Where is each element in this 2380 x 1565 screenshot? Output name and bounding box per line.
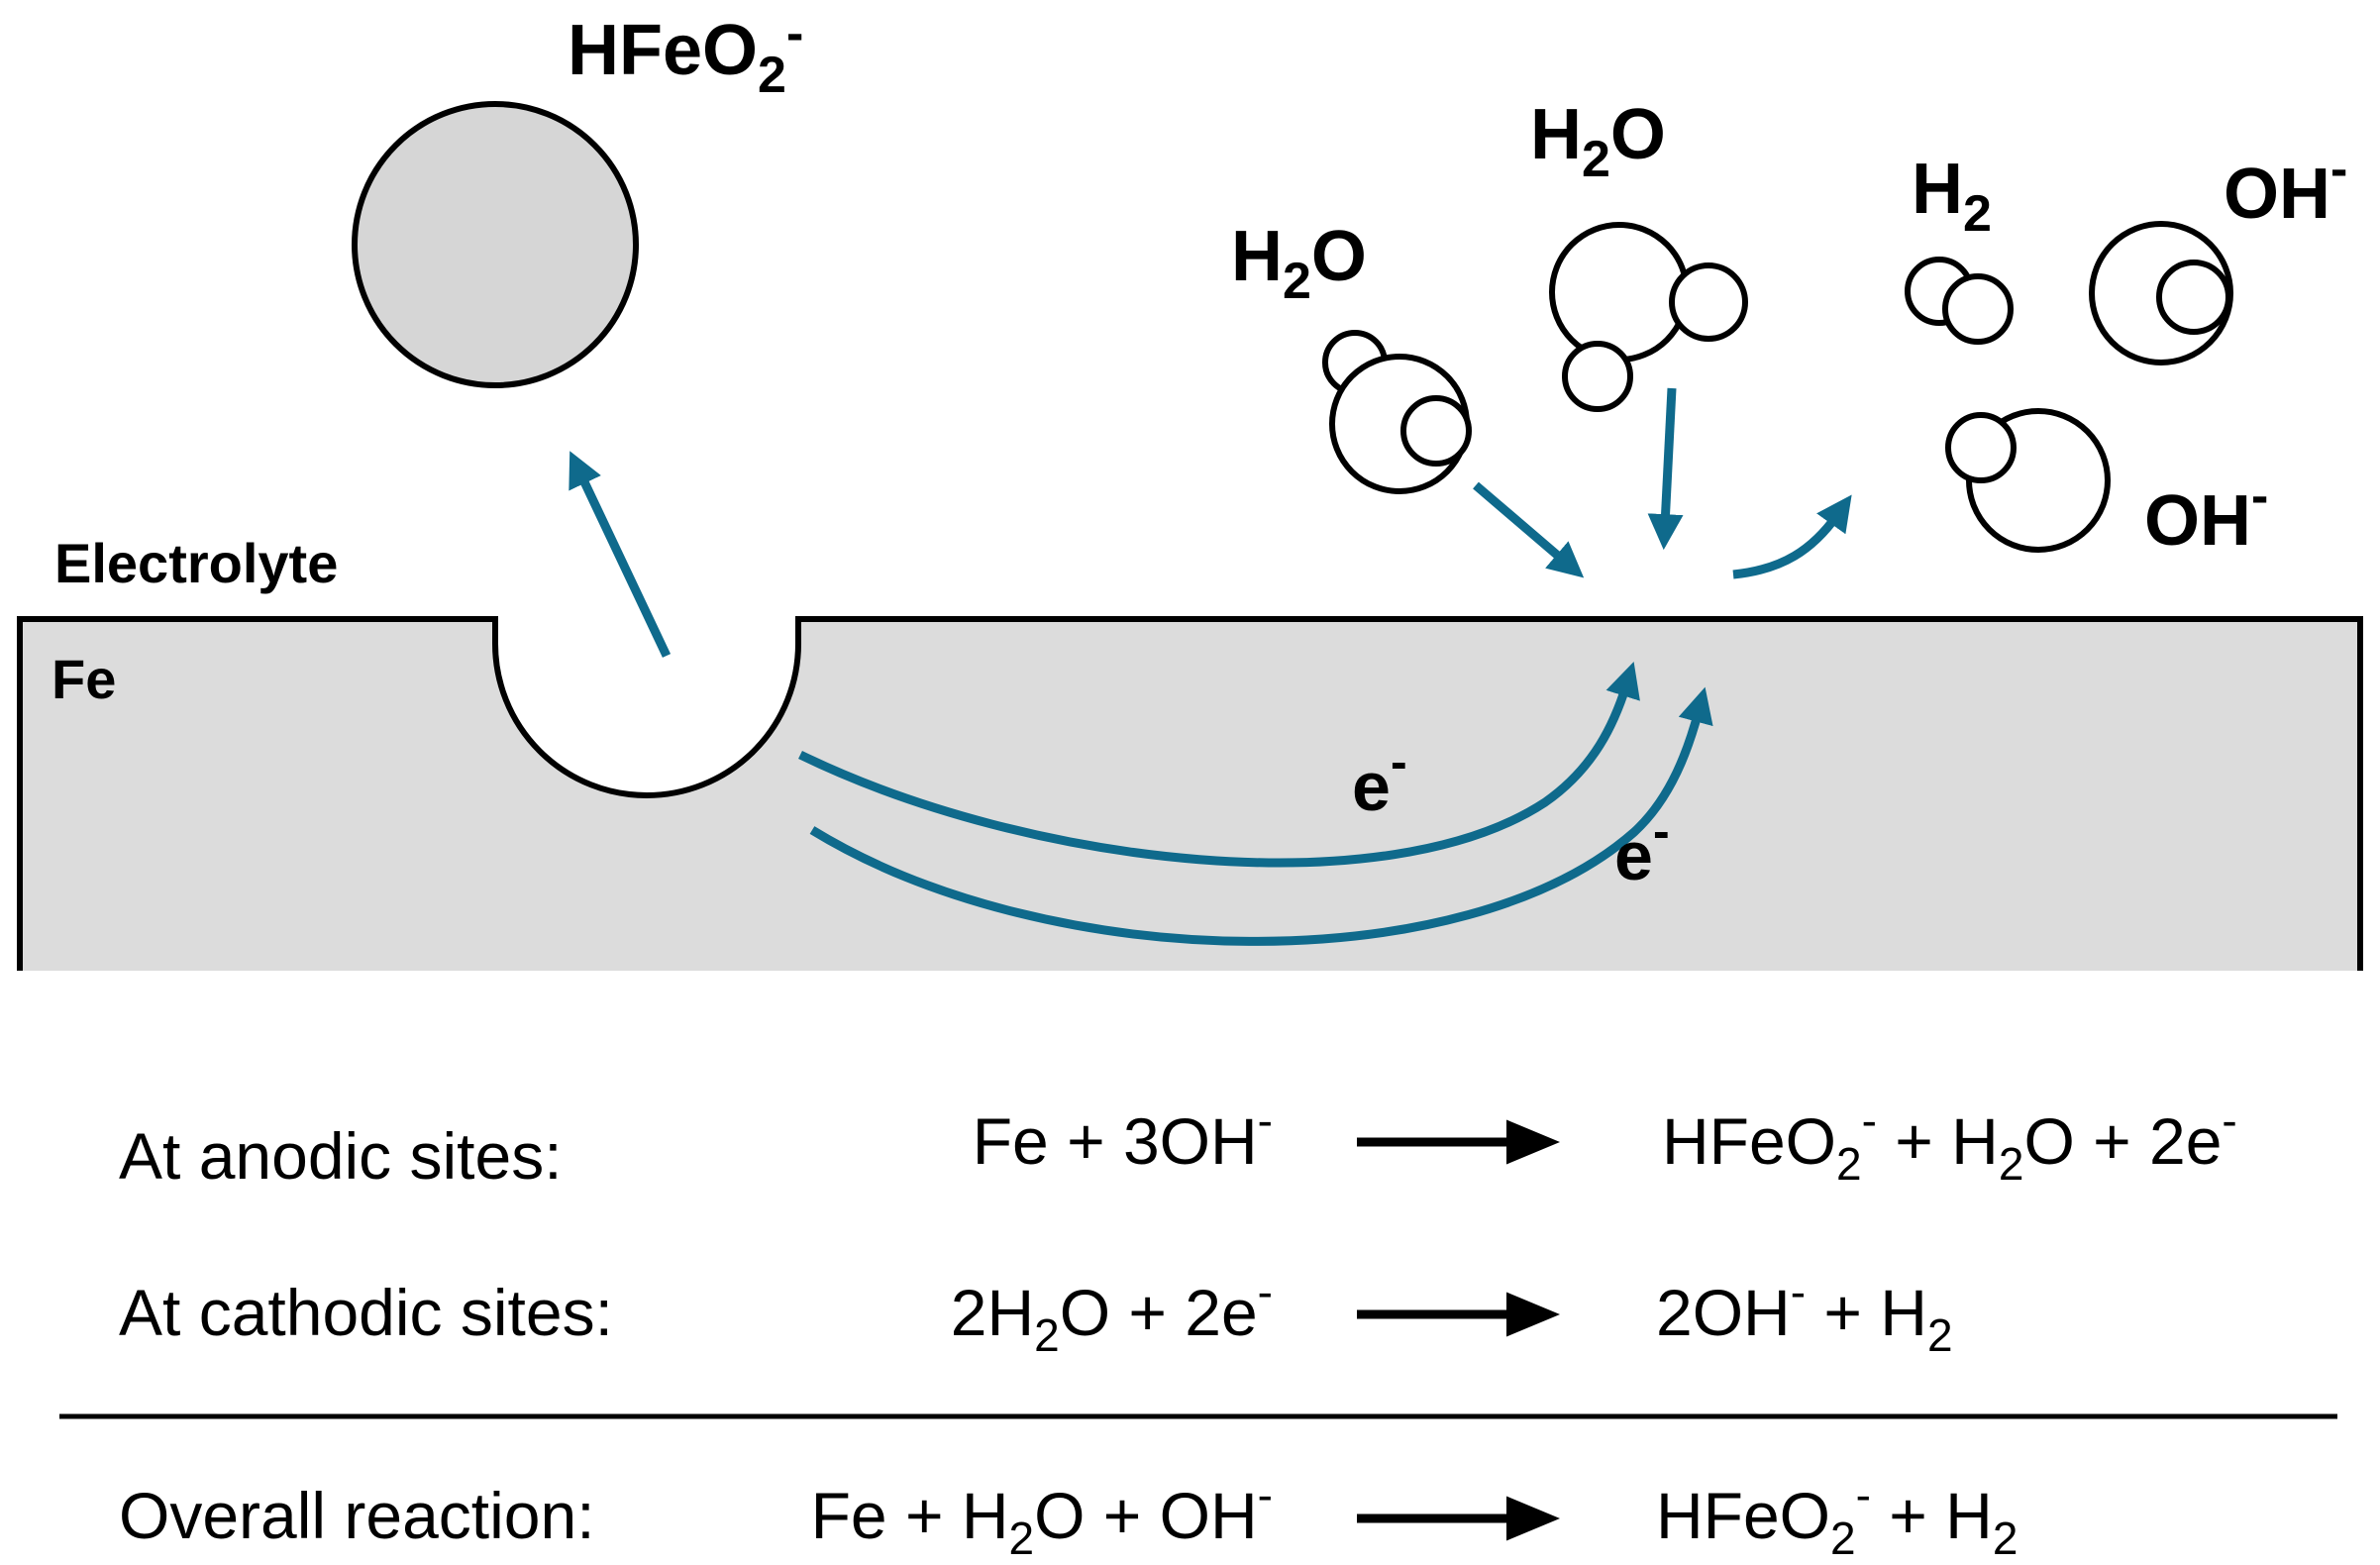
cathodic-label: At cathodic sites:: [119, 1276, 613, 1349]
overall-products: HFeO2- + H2: [1656, 1469, 2018, 1564]
anodic-label: At anodic sites:: [119, 1119, 563, 1193]
hydrogen-label: H2: [1912, 150, 1992, 243]
anodic-products: HFeO2- + H2O + 2e-: [1662, 1095, 2237, 1190]
electron-flow-arrow-2: [809, 686, 1713, 946]
water-left-label: H2O: [1231, 217, 1367, 310]
electron-flow-arrow-1: [798, 661, 1640, 868]
anodic-reaction-row: At anodic sites: Fe + 3OH- HFeO2- + H2O …: [119, 1095, 2237, 1193]
overall-label: Overall reaction:: [119, 1479, 595, 1552]
electron-label-2: e-: [1614, 803, 1670, 894]
hydroxide-top-label: OH-: [2224, 141, 2347, 234]
ion-release-arrow: [569, 451, 672, 658]
hydrogen-molecule: [1905, 257, 2014, 345]
metal-label: Fe: [52, 648, 116, 710]
electron-label-1: e-: [1352, 734, 1407, 825]
water-center-label: H2O: [1530, 95, 1666, 188]
product-release-arrow: [1732, 494, 1852, 579]
overall-reaction-row: Overall reaction: Fe + H2O + OH- HFeO2- …: [119, 1469, 2018, 1564]
metal-surface-line: [17, 616, 2363, 971]
cathodic-reaction-row: At cathodic sites: 2H2O + 2e- 2OH- + H2: [119, 1266, 1953, 1361]
hfeo2-ion-label: HFeO2-: [568, 5, 803, 104]
water-center-arrow: [1647, 387, 1684, 551]
cathodic-reactants: 2H2O + 2e-: [951, 1266, 1273, 1361]
water-molecule-center: [1549, 222, 1748, 412]
cathodic-products: 2OH- + H2: [1656, 1266, 1953, 1361]
hydroxide-ion-bottom: [1945, 408, 2111, 553]
anodic-reactants: Fe + 3OH-: [973, 1095, 1273, 1178]
water-molecule-left: [1322, 330, 1472, 494]
hydroxide-bottom-label: OH-: [2144, 468, 2268, 561]
hydroxide-ion-top: [2089, 221, 2233, 365]
iron-metal-block: [20, 619, 2360, 971]
electrolyte-label: Electrolyte: [54, 532, 338, 594]
overall-reactants: Fe + H2O + OH-: [811, 1469, 1273, 1564]
water-left-arrow: [1473, 481, 1585, 578]
hfeo2-ion-sphere: [352, 101, 639, 388]
